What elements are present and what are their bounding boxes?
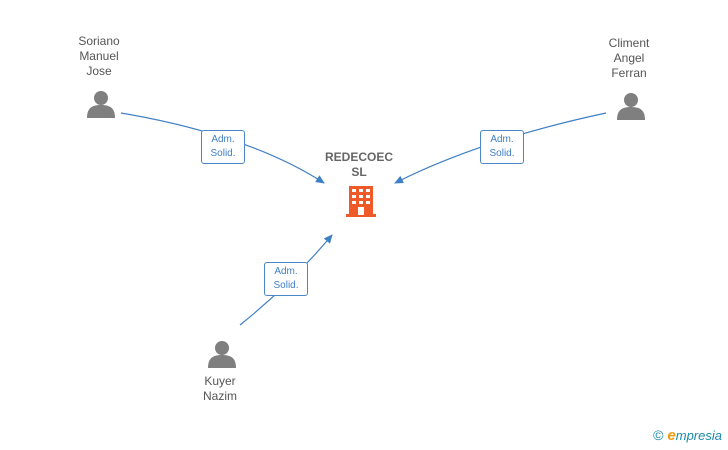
company-name-line2: SL [351, 165, 367, 179]
person-icon[interactable] [208, 341, 236, 368]
brand-initial: e [667, 427, 676, 444]
edge-label-kuyer[interactable]: Adm. Solid. [264, 262, 308, 296]
person-name-line: Angel [613, 51, 645, 65]
person-icon[interactable] [617, 93, 645, 120]
person-name-line: Soriano [78, 34, 120, 48]
edge-label-climent[interactable]: Adm. Solid. [480, 130, 524, 164]
person-icon[interactable] [87, 91, 115, 118]
copyright-icon: © [653, 427, 664, 443]
person-name-line: Nazim [202, 389, 237, 403]
person-label-climent[interactable]: Climent Angel Ferran [584, 36, 674, 81]
edge-label-line1: Adm. [274, 266, 298, 277]
brand-name: mpresia [675, 428, 722, 443]
person-name-line: Ferran [611, 66, 647, 80]
edge-label-soriano[interactable]: Adm. Solid. [201, 130, 245, 164]
person-label-soriano[interactable]: Soriano Manuel Jose [54, 34, 144, 79]
empresia-logo[interactable]: ©empresia [653, 427, 722, 444]
edge-label-line2: Solid. [210, 148, 236, 159]
person-name-line: Climent [608, 36, 650, 50]
person-name-line: Kuyer [204, 374, 236, 388]
edge-label-line1: Adm. [211, 134, 235, 145]
person-label-kuyer[interactable]: Kuyer Nazim [175, 374, 265, 404]
company-name[interactable]: REDECOEC SL [299, 150, 419, 180]
company-name-line1: REDECOEC [324, 150, 393, 164]
edge-label-line2: Solid. [273, 280, 299, 291]
building-icon[interactable] [346, 186, 376, 217]
person-name-line: Jose [86, 64, 112, 78]
person-name-line: Manuel [79, 49, 119, 63]
edge-label-line1: Adm. [490, 134, 514, 145]
edge-label-line2: Solid. [489, 148, 515, 159]
